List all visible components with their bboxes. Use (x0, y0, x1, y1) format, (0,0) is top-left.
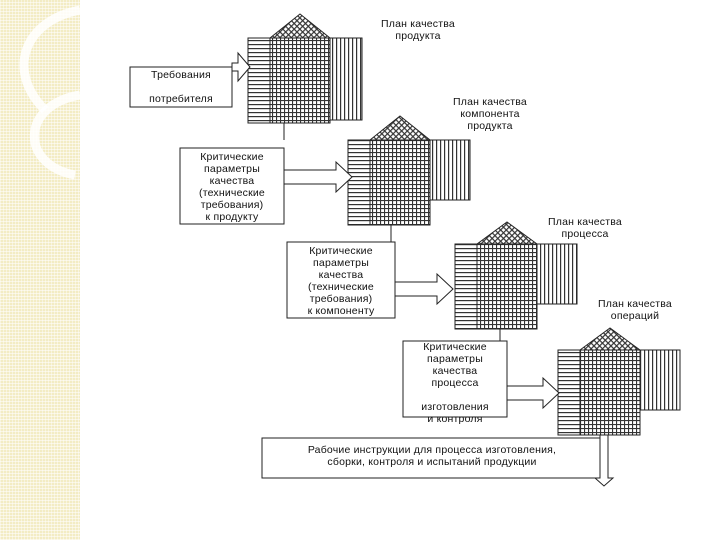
decorative-swirl-icon (19, 5, 81, 180)
house-of-quality-4 (557, 327, 681, 436)
process-params-box (402, 340, 508, 418)
arrow-requirements (231, 51, 251, 83)
requirements-box (129, 66, 233, 108)
arrow-work-instructions (593, 434, 615, 487)
arrow-process-params (506, 376, 560, 410)
decorative-side-stripe (0, 0, 81, 540)
product-params-box (179, 147, 285, 225)
house-of-quality-2 (347, 115, 471, 226)
arrow-product-params (283, 160, 353, 194)
component-params-box (286, 241, 396, 319)
arrow-component-params (394, 272, 454, 306)
house-of-quality-1 (247, 13, 363, 124)
house-of-quality-3 (454, 221, 578, 330)
work-instructions-text: Рабочие инструкции для процесса изготовл… (307, 444, 557, 468)
